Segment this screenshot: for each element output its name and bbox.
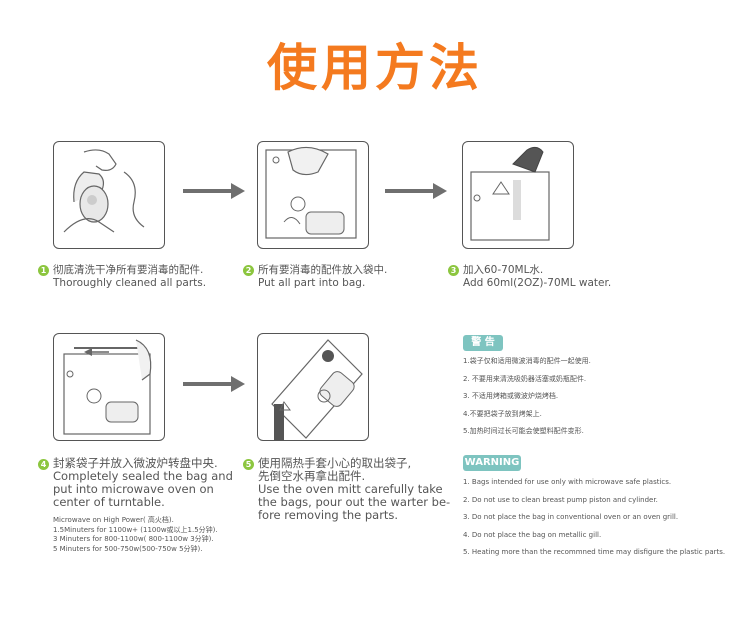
page-title: 使用方法 (267, 39, 483, 97)
step-1-text: 1 彻底清洗干净所有要消毒的配件. Thoroughly cleaned all … (38, 264, 206, 290)
warning-cn-item: 5.加热时间过长可能会使塑料配件变形. (463, 427, 584, 435)
warning-cn-item: 3. 不适用烤箱或微波炉烧烤档. (463, 392, 559, 400)
seal-bag-icon (63, 339, 152, 435)
step-1-illustration (53, 141, 165, 249)
step-number-badge: 1 (38, 265, 49, 276)
warning-cn-item: 1.袋子仅和适用微波消毒的配件一起使用. (463, 357, 591, 365)
warning-en-badge: WARNING (463, 455, 521, 471)
step-4-note: 3 Minuters for 800-1100w( 800-1100w 3分钟)… (53, 535, 214, 543)
warning-cn-badge: 警 告 (463, 335, 503, 351)
bag-with-parts-icon (265, 146, 357, 239)
warning-cn-item: 2. 不要用来清洗吸奶器活塞或奶瓶配件. (463, 374, 587, 383)
step-3-en: Add 60ml(2OZ)-70ML water. (463, 277, 612, 289)
step-2-zh: 所有要消毒的配件放入袋中. (258, 264, 388, 276)
step-2-illustration (257, 141, 369, 249)
warning-cn-list: 1.袋子仅和适用微波消毒的配件一起使用. 2. 不要用来清洗吸奶器活塞或奶瓶配件… (463, 357, 591, 445)
step-5-text: 5 使用隔热手套小心的取出袋子, 先倒空水再拿出配件. Use the oven … (243, 457, 450, 522)
step-4-note: Microwave on High Power( 高火档). (53, 516, 174, 524)
step-number-badge: 4 (38, 459, 49, 470)
warning-cn-item: 4.不要把袋子放到烤架上. (463, 409, 542, 418)
step-5-zh-line: 先倒空水再拿出配件. (258, 469, 366, 483)
step-1-en: Thoroughly cleaned all parts. (53, 277, 207, 289)
step-4-en-line: center of turntable. (53, 495, 165, 509)
step-5-illustration (257, 333, 369, 441)
step-5-en-line: fore removing the parts. (258, 508, 399, 522)
step-4-en-line: Completely sealed the bag and (53, 469, 233, 483)
step-2-en: Put all part into bag. (258, 277, 366, 289)
step-4-en-line: put into microwave oven on (53, 482, 214, 496)
warning-en-item: 1. Bags intended for use only with micro… (463, 478, 672, 486)
step-5-en-line: Use the oven mitt carefully take (258, 482, 443, 496)
warning-en-item: 4. Do not place the bag on metallic gill… (463, 530, 602, 539)
arrow-right-icon (183, 183, 245, 199)
pour-water-icon (470, 146, 550, 241)
step-3-text: 3 加入60-70ML水. Add 60ml(2OZ)-70ML water. (448, 264, 611, 290)
arrow-right-icon (183, 376, 245, 392)
warning-en-item: 2. Do not use to clean breast pump pisto… (463, 495, 658, 504)
arrow-right-icon (385, 183, 447, 199)
step-number-badge: 5 (243, 459, 254, 470)
step-1-zh: 彻底清洗干净所有要消毒的配件. (53, 264, 204, 276)
step-number-badge: 2 (243, 265, 254, 276)
step-2-text: 2 所有要消毒的配件放入袋中. Put all part into bag. (243, 264, 387, 290)
washing-hands-icon (63, 149, 145, 233)
oven-mitt-icon (271, 339, 363, 440)
step-3-illustration (462, 141, 574, 249)
step-5-zh-line: 使用隔热手套小心的取出袋子, (258, 456, 412, 470)
step-4-illustration (53, 333, 165, 441)
step-4-note: 5 Minuters for 500-750w(500-750w 5分钟). (53, 544, 203, 553)
step-4-note: 1.5Minuters for 1100w+ (1100w或以上1.5分钟). (53, 525, 218, 534)
step-4-zh: 封紧袋子并放入微波炉转盘中央. (53, 456, 218, 470)
step-5-en-line: the bags, pour out the warter be- (258, 495, 451, 509)
step-4-text: 4 封紧袋子并放入微波炉转盘中央. Completely sealed the b… (38, 457, 233, 554)
warning-en-list: 1. Bags intended for use only with micro… (463, 478, 725, 566)
step-number-badge: 3 (448, 265, 459, 276)
step-3-zh: 加入60-70ML水. (463, 264, 544, 276)
warning-en-item: 5. Heating more than the recommned time … (463, 548, 726, 556)
warning-en-item: 3. Do not place the bag in conventional … (463, 513, 679, 521)
